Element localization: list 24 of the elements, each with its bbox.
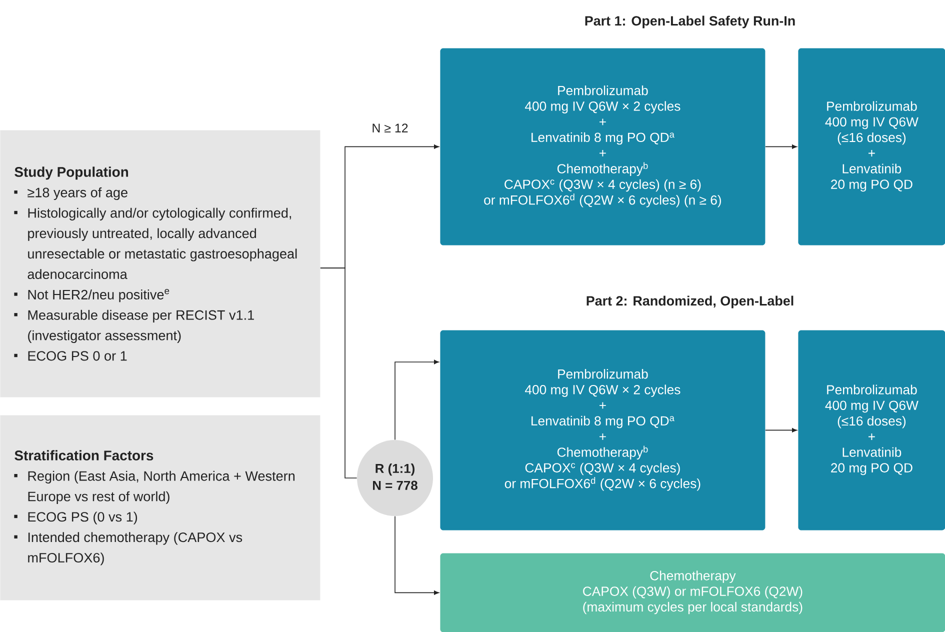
edge-label: N ≥ 12: [370, 122, 410, 134]
list-item: ECOG PS 0 or 1: [28, 351, 127, 361]
heading: Stratification Factors: [14, 450, 154, 460]
list-item: ≥18 years of age: [28, 187, 128, 200]
list-item: Not HER2/neu positive$^{e}$: [28, 289, 170, 302]
arrow: [394, 516, 439, 595]
list-item: Region (East Asia, North America + Western Europe vs rest of world): [28, 470, 294, 504]
arrow: [765, 428, 797, 432]
treatment-box: Pembrolizumab 400 mg IV Q6W × 2 cycles + Lenvatinib 8 mg PO QD$^{a}$ + Chemotherapy$^{b}$ CAPOX$^{c}$ (Q3W × 4 cycles) or mFOLFOX6$^{d}$ (Q2W × 6 cycles): [440, 330, 766, 530]
criteria-panel: [0, 130, 320, 398]
arrow: [765, 144, 797, 149]
list-item: ECOG PS (0 vs 1): [28, 512, 138, 524]
section-heading: Part 1: Open-Label Safety Run-In: [585, 16, 795, 28]
treatment-box: Pembrolizumab 400 mg IV Q6W (≤16 doses) + Lenvatinib 20 mg PO QD: [798, 48, 945, 246]
control-arm-box: Chemotherapy CAPOX (Q3W) or mFOLFOX6 (Q2W) (maximum cycles per local standards): [440, 553, 945, 632]
section-heading: Part 2: Randomized, Open-Label: [586, 296, 794, 308]
list-item: Measurable disease per RECIST v1.1 (investigator assessment): [28, 310, 254, 343]
treatment-box: Pembrolizumab 400 mg IV Q6W × 2 cycles + Lenvatinib 8 mg PO QD$^{a}$ + Chemotherapy$^{b}$ CAPOX$^{c}$ (Q3W × 4 cycles) (n ≥ 6) or mFOLFOX6$^{d}$ (Q2W × 6 cycles) (n ≥ 6): [440, 48, 766, 246]
criteria-panel: [0, 415, 320, 600]
arrow: [394, 360, 439, 440]
heading: Study Population: [14, 166, 128, 180]
treatment-box: Pembrolizumab 400 mg IV Q6W (≤16 doses) + Lenvatinib 20 mg PO QD: [798, 330, 945, 530]
list-item: Intended chemotherapy (CAPOX vs mFOLFOX6): [28, 532, 242, 566]
list-item: Histologically and/or cytologically confirmed, previously untreated, locally advanced unresectable or metastatic gastroesophageal adenocarcinoma: [28, 208, 297, 280]
